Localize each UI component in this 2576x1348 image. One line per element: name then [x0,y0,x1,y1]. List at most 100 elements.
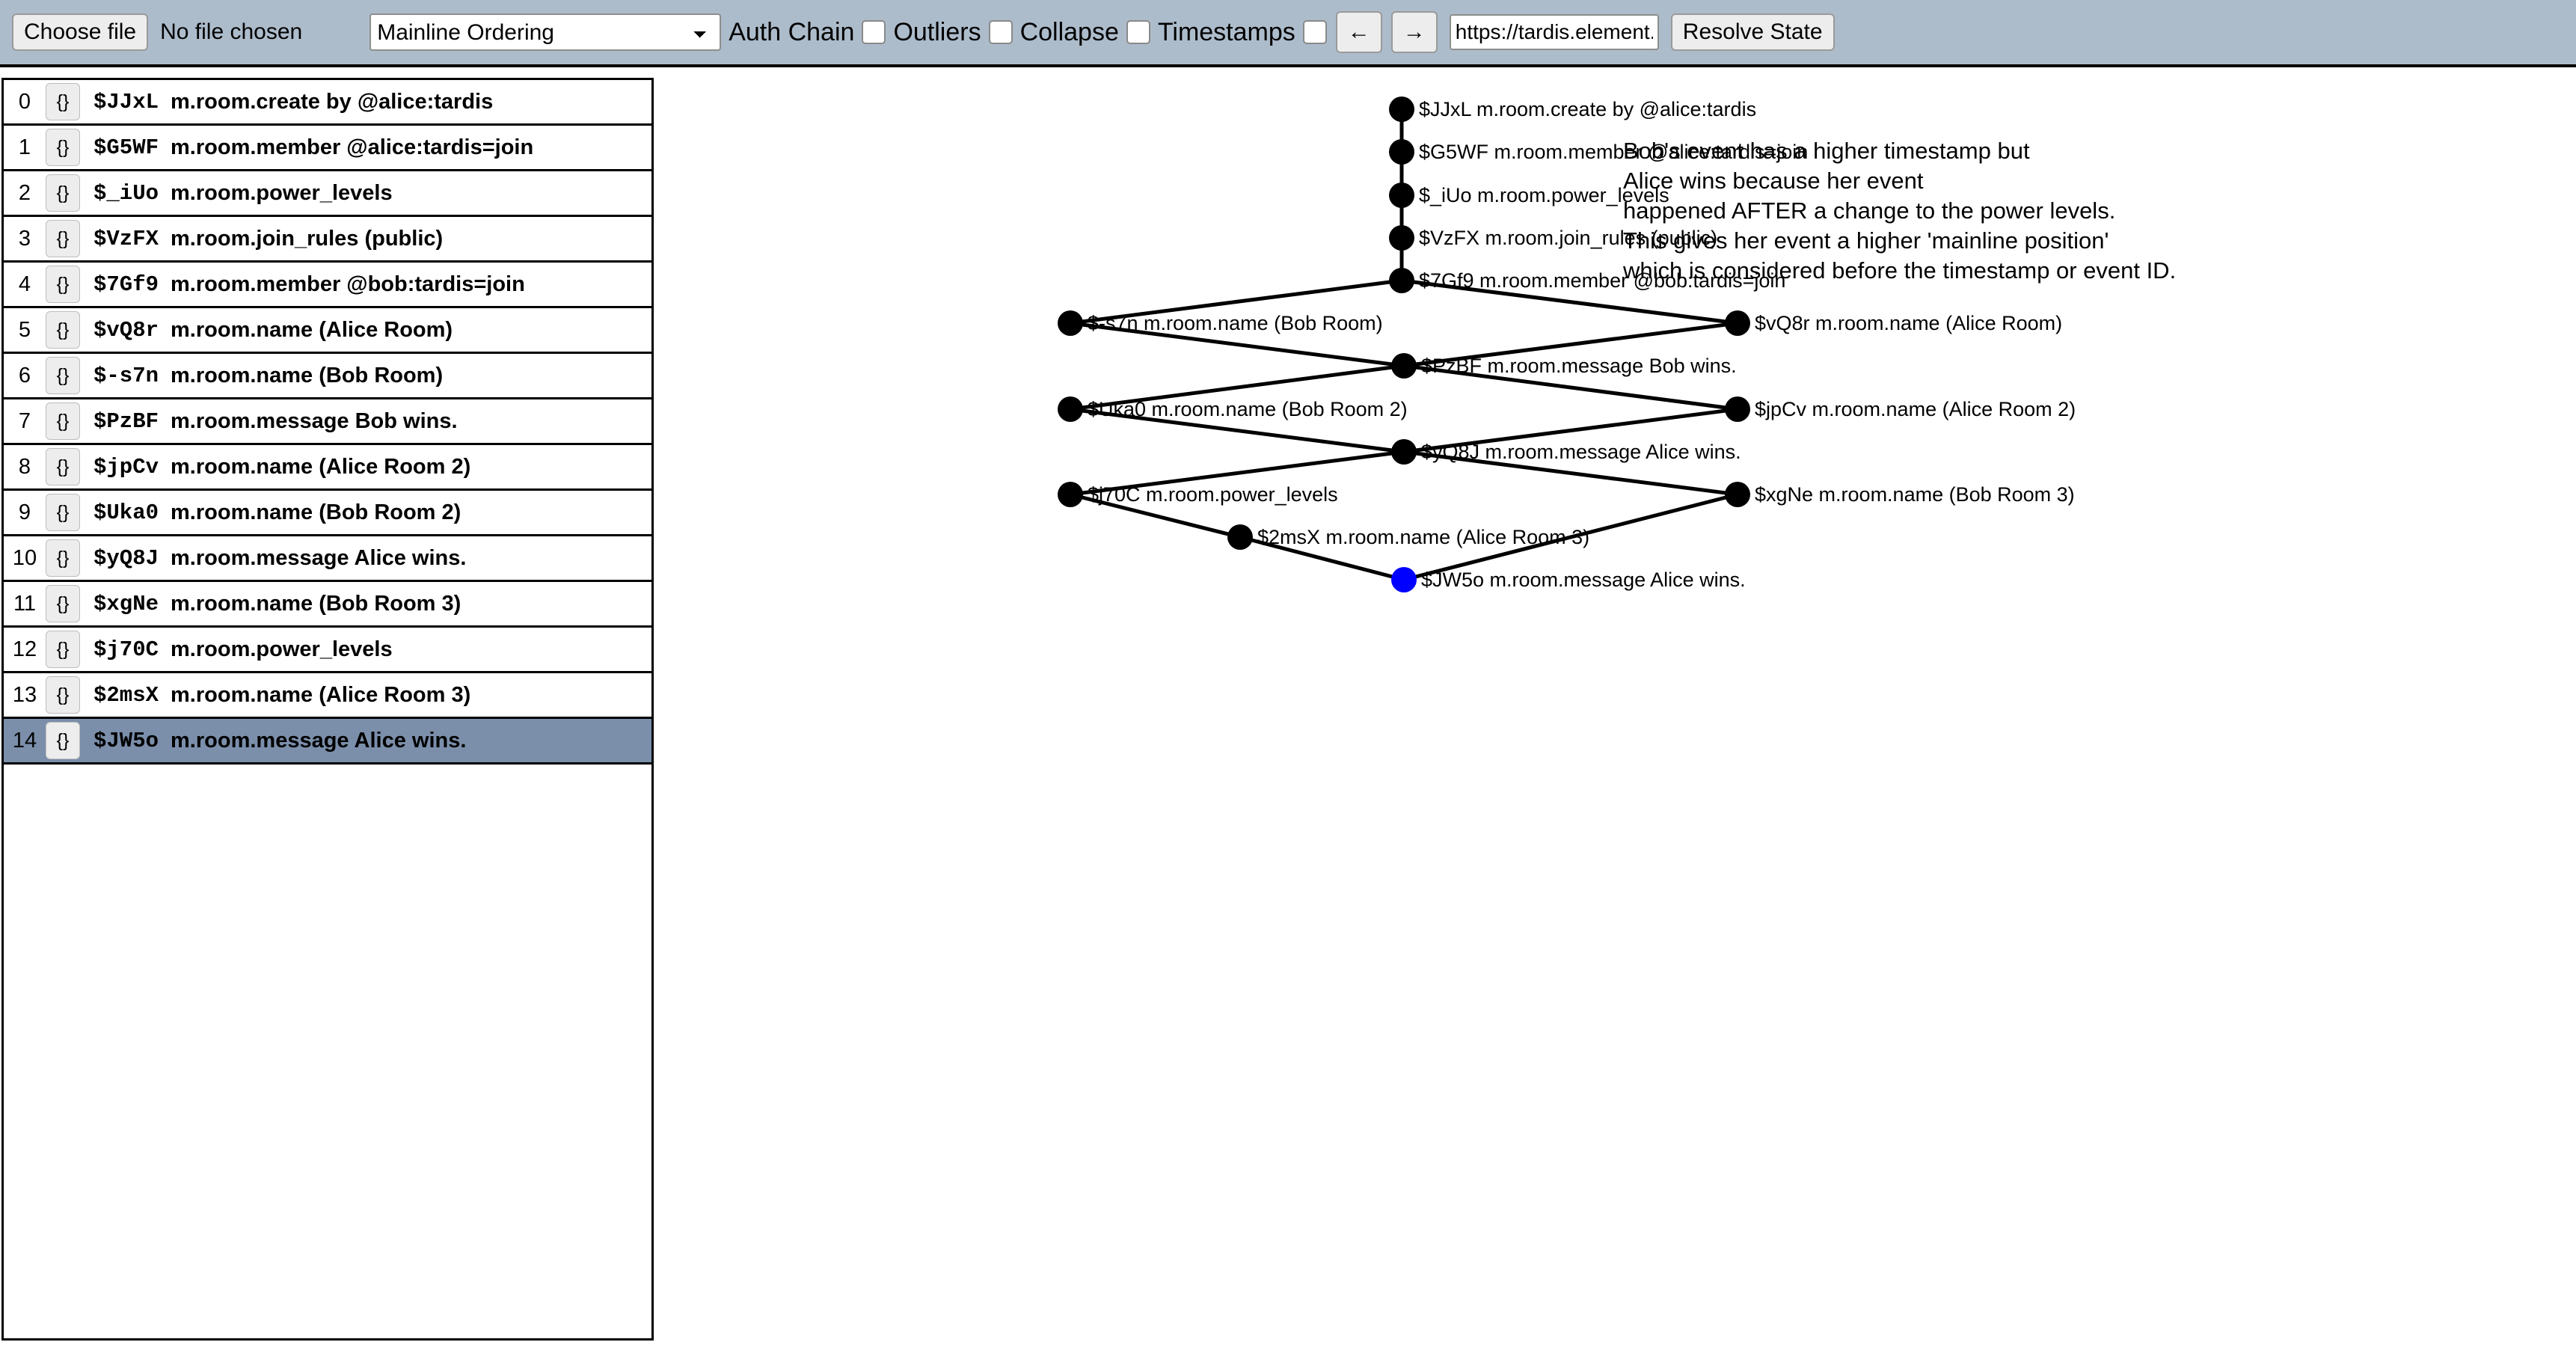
event-row-description: m.room.message Alice wins. [171,729,466,753]
dag-node-label: $Uka0 m.room.name (Bob Room 2) [1088,398,1408,420]
event-row[interactable]: 8{}$jpCvm.room.name (Alice Room 2) [4,445,651,491]
dag-node[interactable] [1725,310,1750,336]
view-json-button[interactable]: {} [46,631,80,668]
dag-node-label: $xgNe m.room.name (Bob Room 3) [1755,483,2075,506]
event-row-id: $2msX [93,683,159,708]
event-row-index: 12 [4,628,46,671]
view-json-button[interactable]: {} [46,722,80,759]
auth-chain-checkbox[interactable] [862,20,886,44]
auth-chain-group: Auth Chain [729,18,886,47]
collapse-group: Collapse [1020,18,1150,47]
dag-node[interactable] [1058,482,1083,507]
view-json-button[interactable]: {} [46,83,80,120]
annotation-line: This gives her event a higher 'mainline … [1623,227,2109,254]
event-row[interactable]: 5{}$vQ8rm.room.name (Alice Room) [4,308,651,354]
view-json-button[interactable]: {} [46,311,80,349]
collapse-checkbox[interactable] [1126,20,1150,44]
view-json-button[interactable]: {} [46,357,80,394]
event-row[interactable]: 11{}$xgNem.room.name (Bob Room 3) [4,582,651,628]
view-json-button[interactable]: {} [46,448,80,485]
event-row-index: 4 [4,263,46,306]
back-arrow-icon[interactable]: ← [1336,11,1382,53]
choose-file-button[interactable]: Choose file [12,13,148,51]
dag-node[interactable] [1058,396,1083,422]
event-row-index: 11 [4,582,46,625]
event-row-id: $JJxL [93,90,159,114]
dag-node[interactable] [1391,567,1417,592]
view-json-button[interactable]: {} [46,402,80,440]
dag-node-label: $JJxL m.room.create by @alice:tardis [1419,98,1756,120]
resolve-state-button[interactable]: Resolve State [1671,13,1835,51]
event-row-body: $_iUom.room.power_levels [80,171,651,215]
event-row-description: m.room.member @alice:tardis=join [171,135,533,160]
event-row-description: m.room.name (Bob Room) [171,364,443,388]
dag-node-label: $JW5o m.room.message Alice wins. [1421,569,1746,591]
view-json-button[interactable]: {} [46,266,80,303]
event-row[interactable]: 0{} $JJxL m.room.create by @alice:tardis [4,80,651,126]
dag-node[interactable] [1725,482,1750,507]
event-row-index: 6 [4,354,46,397]
dag-node[interactable] [1389,139,1414,165]
event-row-body: $PzBF m.room.message Bob wins. [80,399,651,443]
annotation-line: Bob's event has a higher timestamp but [1623,138,2030,164]
event-row-body: $VzFXm.room.join_rules (public) [80,217,651,260]
event-row-body: $jpCvm.room.name (Alice Room 2) [80,445,651,488]
annotation-line: Alice wins because her event [1623,168,1924,194]
outliers-group: Outliers [893,18,1012,47]
event-row-index: 2 [4,171,46,215]
event-row-description: m.room.message Bob wins. [171,409,458,434]
event-row-index: 0 [4,80,46,123]
view-json-button[interactable]: {} [46,676,80,714]
event-row-description: m.room.name (Bob Room 2) [171,500,461,525]
view-json-button[interactable]: {} [46,539,80,577]
outliers-label: Outliers [893,18,981,47]
event-row[interactable]: 3{}$VzFXm.room.join_rules (public) [4,217,651,263]
event-row-body: $JJxL m.room.create by @alice:tardis [80,80,651,123]
auth-chain-label: Auth Chain [729,18,854,47]
dag-node[interactable] [1389,183,1414,208]
ordering-select[interactable]: Mainline Ordering [369,13,721,51]
timestamps-checkbox[interactable] [1303,20,1327,44]
annotation-text: Bob's event has a higher timestamp butAl… [1622,138,2176,284]
event-row-id: $yQ8J [93,546,159,571]
dag-node[interactable] [1058,310,1083,336]
view-json-button[interactable]: {} [46,220,80,257]
outliers-checkbox[interactable] [989,20,1013,44]
event-row-index: 10 [4,536,46,580]
event-row[interactable]: 7{}$PzBFm.room.message Bob wins. [4,399,651,445]
event-row-description: m.room.message Alice wins. [171,546,466,571]
forward-arrow-icon[interactable]: → [1391,11,1438,53]
event-row[interactable]: 4{}$7Gf9m.room.member @bob:tardis=join [4,263,651,308]
event-row[interactable]: 10{} $yQ8J m.room.message Alice wins. [4,536,651,582]
view-json-button[interactable]: {} [46,129,80,166]
dag-node[interactable] [1389,96,1414,122]
dag-graph: $JJxL m.room.create by @alice:tardis$G5W… [658,75,2576,1348]
dag-node[interactable] [1389,225,1414,251]
dag-node-label: $vQ8r m.room.name (Alice Room) [1755,312,2062,334]
event-row[interactable]: 1{}$G5WFm.room.member @alice:tardis=join [4,126,651,171]
dag-node[interactable] [1391,439,1417,465]
event-row-body: $yQ8J m.room.message Alice wins. [80,536,651,580]
homeserver-url-input[interactable] [1450,14,1659,50]
event-row-index: 14 [4,719,46,762]
event-row[interactable]: 12{}$j70Cm.room.power_levels [4,628,651,673]
event-row-description: m.room.create by @alice:tardis [171,90,493,114]
event-row[interactable]: 6{}$-s7nm.room.name (Bob Room) [4,354,651,399]
dag-node-label: $yQ8J m.room.message Alice wins. [1421,441,1741,463]
event-row[interactable]: 14{}$JW5om.room.message Alice wins. [4,719,651,765]
event-row[interactable]: 9{}$Uka0m.room.name (Bob Room 2) [4,491,651,536]
dag-node[interactable] [1391,353,1417,379]
event-row[interactable]: 13{}$2msXm.room.name (Alice Room 3) [4,673,651,719]
view-json-button[interactable]: {} [46,494,80,531]
event-row-id: $PzBF [93,409,159,434]
dag-node[interactable] [1389,268,1414,293]
dag-node[interactable] [1227,524,1253,550]
dag-node[interactable] [1725,396,1750,422]
view-json-button[interactable]: {} [46,174,80,212]
event-row-index: 3 [4,217,46,260]
event-row[interactable]: 2{}$_iUom.room.power_levels [4,171,651,217]
view-json-button[interactable]: {} [46,585,80,622]
event-row-body: $vQ8rm.room.name (Alice Room) [80,308,651,352]
event-row-body: $7Gf9m.room.member @bob:tardis=join [80,263,651,306]
